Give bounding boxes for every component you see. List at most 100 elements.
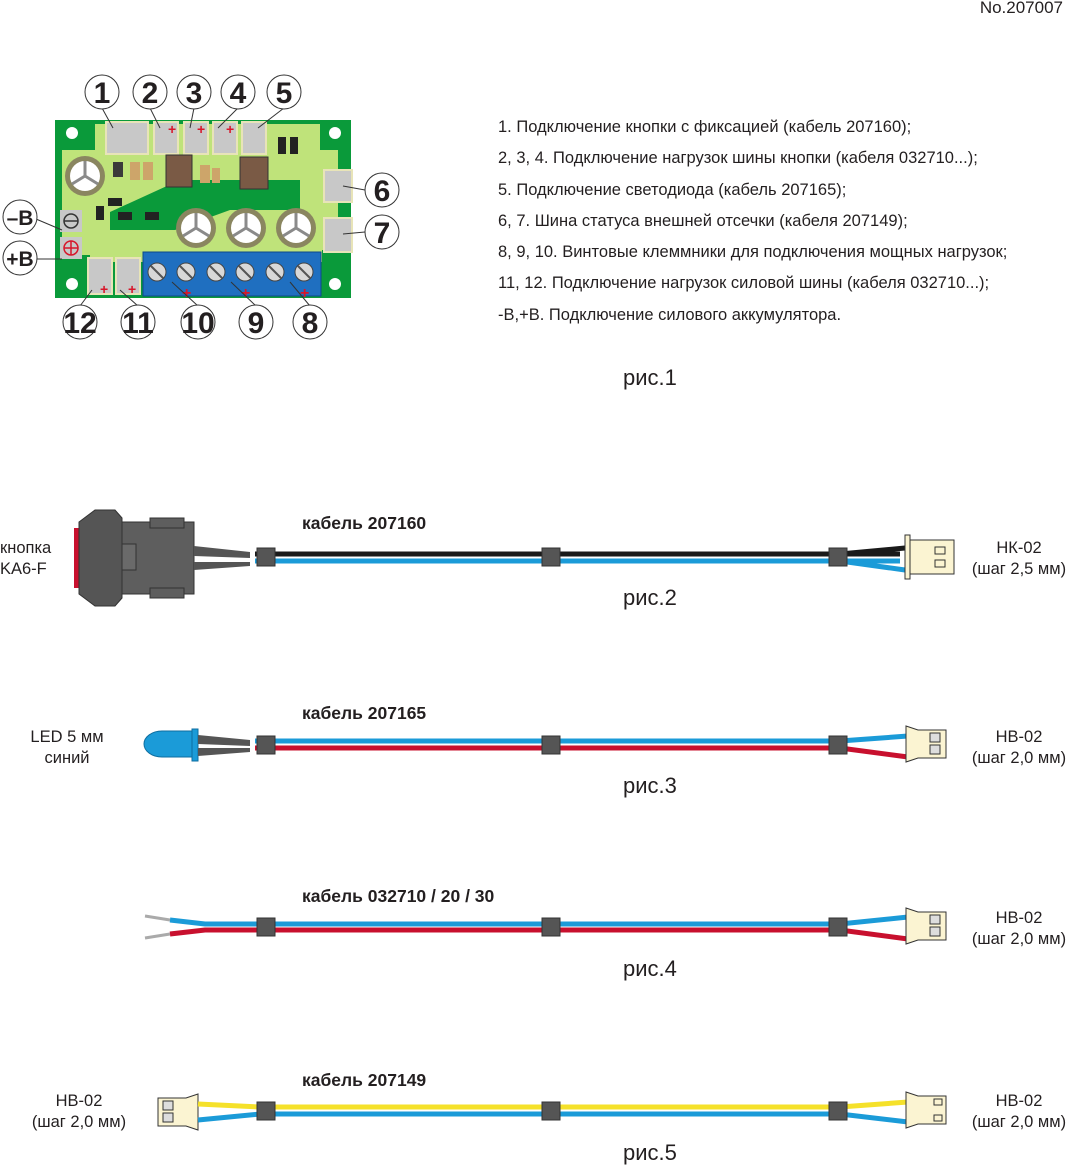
- mount-hole: [66, 127, 78, 139]
- callout-7: 7: [374, 217, 391, 250]
- smd-component: [130, 162, 140, 180]
- mount-hole: [329, 127, 341, 139]
- cable-marker: [828, 735, 848, 755]
- cable-207160: [74, 509, 955, 607]
- capacitor: [176, 208, 216, 248]
- cable-207149: [157, 1091, 947, 1131]
- cable-marker: [256, 547, 276, 567]
- callout-10: 10: [181, 307, 214, 340]
- figure2-cable-title: кабель 207160: [302, 513, 427, 533]
- svg-text:+: +: [300, 285, 309, 302]
- connector-6: [323, 169, 353, 203]
- connector-3: [183, 121, 209, 155]
- legend-item: 11, 12. Подключение нагрузок силовой шин…: [498, 274, 990, 293]
- figure3-caption: рис.3: [623, 773, 677, 798]
- callout-12: 12: [63, 307, 96, 340]
- connector-hb02: [905, 725, 947, 763]
- cable-marker: [541, 1101, 561, 1121]
- figure2-left-label: кнопка KA6-F: [0, 539, 52, 578]
- callout-circles: [2, 74, 400, 340]
- mount-hole: [329, 278, 341, 290]
- screw: [265, 262, 285, 282]
- ic-chip: [165, 154, 193, 188]
- connector-12: [87, 257, 113, 295]
- figure2-caption: рис.2: [623, 585, 677, 610]
- button-ka6f: [74, 509, 250, 607]
- screw: [147, 262, 167, 282]
- cable-marker: [541, 547, 561, 567]
- cable-marker: [828, 547, 848, 567]
- stripped-wire-end: [144, 914, 171, 922]
- figure3-left-label: LED 5 мм синий: [30, 728, 104, 767]
- wire-red: [169, 927, 909, 942]
- callout-minus-b: –B: [7, 207, 34, 230]
- legend-item: 8, 9, 10. Винтовые клеммники для подключ…: [498, 243, 1008, 262]
- screw: [176, 262, 196, 282]
- callout-5: 5: [276, 77, 293, 110]
- callout-9: 9: [248, 307, 265, 340]
- figure4-cable-title: кабель 032710 / 20 / 30: [302, 886, 495, 906]
- diode: [278, 137, 286, 154]
- smd-component: [143, 162, 153, 180]
- smd-component: [108, 198, 122, 206]
- callout-4: 4: [230, 77, 247, 110]
- wire-blue: [839, 733, 909, 744]
- figure4-caption: рис.4: [623, 956, 677, 981]
- cable-marker: [828, 917, 848, 937]
- pcb-board: + + + + +: [55, 120, 353, 302]
- connector-5: [241, 121, 267, 155]
- callout-11: 11: [122, 307, 154, 340]
- svg-text:+: +: [128, 281, 136, 297]
- connector-4: [212, 121, 238, 155]
- figure4-right-label: НВ-02 (шаг 2,0 мм): [971, 909, 1067, 948]
- cable-207165: [143, 725, 947, 763]
- svg-text:+: +: [182, 285, 191, 302]
- capacitor: [65, 156, 105, 196]
- callout-plus-b: +B: [6, 248, 33, 271]
- callout-2: 2: [142, 77, 159, 110]
- figure5-left-label: НВ-02 (шаг 2,0 мм): [31, 1092, 127, 1131]
- cable-marker: [256, 735, 276, 755]
- screw: [235, 262, 255, 282]
- connector-2: [153, 121, 179, 155]
- legend-item: 6, 7. Шина статуса внешней отсечки (кабе…: [498, 211, 908, 230]
- callout-6: 6: [374, 175, 391, 208]
- diode: [290, 137, 298, 154]
- connector-11: [115, 257, 141, 295]
- figure1-caption: рис.1: [623, 365, 677, 390]
- svg-text:+: +: [241, 285, 250, 302]
- svg-text:+: +: [100, 281, 108, 297]
- connector-7: [323, 217, 353, 253]
- smd-component: [200, 165, 210, 183]
- smd-component: [212, 168, 220, 183]
- document-number: No.207007: [979, 0, 1063, 17]
- ic-chip: [239, 156, 269, 190]
- smd-component: [145, 212, 159, 220]
- cable-marker: [828, 1101, 848, 1121]
- stripped-wire-end: [144, 932, 171, 940]
- callout-3: 3: [186, 77, 203, 110]
- wire-blue: [169, 914, 909, 927]
- figure5-cable-title: кабель 207149: [302, 1070, 427, 1090]
- connector-hb02-left: [157, 1093, 199, 1131]
- legend-item: 2, 3, 4. Подключение нагрузок шины кнопк…: [498, 149, 978, 168]
- screw: [294, 262, 314, 282]
- cable-032710: [144, 907, 947, 945]
- smd-component: [96, 206, 104, 220]
- smd-component: [113, 162, 123, 177]
- legend-item: 5. Подключение светодиода (кабель 207165…: [498, 180, 847, 199]
- smd-component: [118, 212, 132, 220]
- led-5mm-blue: [143, 728, 250, 762]
- connector-hb02: [905, 907, 947, 945]
- screw: [206, 262, 226, 282]
- cable-marker: [256, 1101, 276, 1121]
- capacitor: [226, 208, 266, 248]
- connector-hb02-right: [905, 1091, 947, 1129]
- wire-red: [839, 745, 909, 760]
- capacitor: [276, 208, 316, 248]
- screw-terminal-block: [142, 251, 322, 297]
- connector-nk02: [904, 534, 955, 580]
- figure5-right-label: НВ-02 (шаг 2,0 мм): [971, 1092, 1067, 1131]
- figure1-legend: 1. Подключение кнопки с фиксацией (кабел…: [498, 112, 1007, 331]
